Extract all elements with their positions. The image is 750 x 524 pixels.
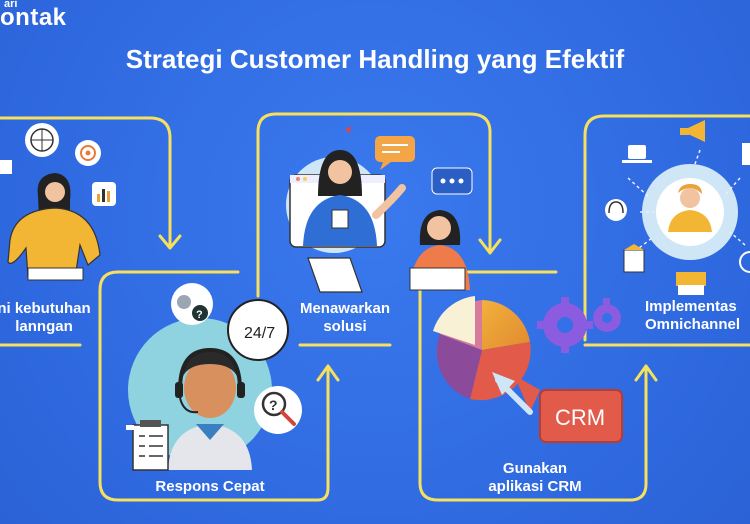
brand-line2: ontak [0, 4, 67, 31]
clock-label: 24/7 [244, 325, 275, 342]
question-label: ? [269, 397, 278, 413]
panel-crm: CRM [433, 296, 623, 443]
step-omnichannel-caption: Implementas Omnichannel [645, 298, 750, 334]
crm-label: CRM [555, 405, 605, 430]
svg-text:?: ? [196, 309, 203, 321]
panel-solutions [286, 126, 473, 293]
step-needs-caption: ni kebutuhan lanngan [0, 300, 94, 336]
step-solutions-line1: Menawarkan [299, 300, 391, 317]
panel-needs [0, 123, 116, 281]
step-crm-line1: Gunakan [502, 460, 568, 477]
flow-path [0, 112, 750, 502]
step-crm-caption: Gunakan aplikasi CRM [470, 460, 600, 496]
step-response-caption: Respons Cepat [130, 478, 290, 496]
step-response-line1: Respons Cepat [155, 478, 265, 495]
panel-response: ? 24/7 ? [126, 283, 302, 471]
step-solutions-line2: solusi [323, 318, 367, 335]
step-needs-line2: lanngan [15, 318, 73, 335]
brand-line1: ari [4, 0, 18, 10]
step-needs-line1: ni kebutuhan [0, 300, 91, 317]
step-omnichannel-line2: Omnichannel [645, 316, 741, 333]
step-crm-line2: aplikasi CRM [488, 478, 582, 495]
panel-omnichannel [605, 120, 750, 295]
page-title: Strategi Customer Handling yang Efektif [125, 44, 625, 74]
step-solutions-caption: Menawarkan solusi [290, 300, 400, 336]
step-omnichannel-line1: Implementas [645, 298, 737, 315]
